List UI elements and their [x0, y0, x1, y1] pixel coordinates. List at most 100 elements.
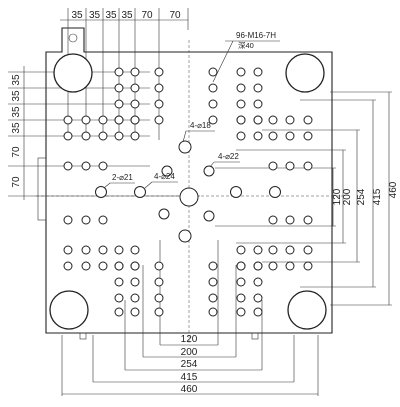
top-dim-5: 70	[169, 10, 181, 21]
threaded-hole	[114, 307, 124, 317]
threaded-hole	[285, 261, 295, 271]
threaded-hole	[253, 277, 263, 287]
threaded-hole	[208, 83, 218, 93]
left-dim-3: 35	[11, 122, 22, 134]
threaded-hole	[63, 161, 73, 171]
threaded-hole	[208, 293, 218, 303]
threaded-hole	[154, 277, 164, 287]
threaded-hole	[268, 131, 278, 141]
top-dim-4: 70	[141, 10, 153, 21]
hole-d22	[203, 165, 215, 177]
threaded-hole	[114, 115, 124, 125]
threaded-hole	[154, 67, 164, 77]
threaded-hole	[81, 215, 91, 225]
left-dim-4: 70	[11, 146, 22, 158]
hole-d18	[178, 140, 192, 154]
threaded-hole	[98, 131, 108, 141]
threaded-hole	[81, 131, 91, 141]
threaded-hole	[154, 99, 164, 109]
threaded-hole	[253, 293, 263, 303]
threaded-hole	[268, 161, 278, 171]
threaded-hole	[63, 215, 73, 225]
threaded-hole	[130, 245, 140, 255]
threaded-hole	[236, 115, 246, 125]
threaded-hole	[208, 115, 218, 125]
threaded-hole	[130, 293, 140, 303]
left-dim-2: 35	[11, 106, 22, 118]
threaded-hole	[98, 245, 108, 255]
left-dim-0: 35	[11, 74, 22, 86]
threaded-hole	[303, 161, 313, 171]
threaded-hole	[208, 67, 218, 77]
right-dim-120: 120	[332, 188, 343, 205]
threaded-hole	[63, 115, 73, 125]
callout-leaders	[103, 40, 280, 189]
left-dim-1: 35	[11, 90, 22, 102]
threaded-hole	[154, 307, 164, 317]
hole-d22	[161, 165, 173, 177]
bottom-dim-415: 415	[181, 372, 198, 383]
threaded-hole	[253, 131, 263, 141]
threaded-hole	[114, 67, 124, 77]
hole-d24	[230, 186, 242, 198]
threaded-hole	[208, 261, 218, 271]
hole-d24	[134, 186, 146, 198]
special-holes	[95, 140, 281, 243]
threaded-hole	[208, 307, 218, 317]
threaded-hole	[285, 131, 295, 141]
callout-d24: 4-⌀24	[154, 172, 175, 181]
threaded-hole	[63, 261, 73, 271]
tie-bar-hole-bottom-left	[49, 290, 89, 330]
threaded-hole	[303, 115, 313, 125]
top-dim-0: 35	[71, 10, 83, 21]
top-dim-2: 35	[105, 10, 117, 21]
threaded-hole	[130, 99, 140, 109]
threaded-hole	[130, 67, 140, 77]
left-dimensions: 35 35 35 35 70 70	[11, 74, 22, 188]
left-dim-5: 70	[11, 176, 22, 188]
threaded-hole	[236, 99, 246, 109]
tie-bar-hole-top-left	[53, 53, 93, 93]
threaded-hole	[253, 99, 263, 109]
hole-d21	[269, 186, 281, 198]
threaded-hole	[236, 277, 246, 287]
threaded-hole	[285, 115, 295, 125]
threaded-hole	[236, 131, 246, 141]
hole-d24	[158, 208, 170, 220]
threaded-hole	[130, 83, 140, 93]
threaded-hole	[114, 293, 124, 303]
threaded-hole	[285, 215, 295, 225]
hole-d18	[178, 229, 192, 243]
right-dimensions: 120 200 254 415 460	[332, 181, 399, 205]
threaded-hole	[114, 99, 124, 109]
threaded-hole	[236, 67, 246, 77]
threaded-hole	[236, 245, 246, 255]
threaded-hole	[268, 245, 278, 255]
threaded-hole	[114, 277, 124, 287]
threaded-hole	[253, 245, 263, 255]
threaded-hole	[81, 245, 91, 255]
threaded-hole	[253, 307, 263, 317]
threaded-hole	[154, 261, 164, 271]
threaded-hole	[81, 161, 91, 171]
threaded-hole	[303, 261, 313, 271]
threaded-holes	[63, 67, 313, 317]
threaded-hole	[208, 277, 218, 287]
threaded-hole	[98, 215, 108, 225]
threaded-hole	[130, 131, 140, 141]
top-dim-3: 35	[121, 10, 133, 21]
threaded-hole	[130, 307, 140, 317]
threaded-hole	[98, 161, 108, 171]
right-dim-254: 254	[356, 188, 367, 205]
threaded-hole	[63, 245, 73, 255]
threaded-hole	[268, 115, 278, 125]
threaded-hole	[63, 131, 73, 141]
right-dim-460: 460	[388, 181, 399, 198]
callout-threaded: 96-M16-7H	[236, 31, 276, 40]
hole-d22	[203, 210, 215, 222]
threaded-hole	[81, 115, 91, 125]
threaded-hole	[303, 245, 313, 255]
threaded-hole	[253, 67, 263, 77]
threaded-hole	[130, 115, 140, 125]
